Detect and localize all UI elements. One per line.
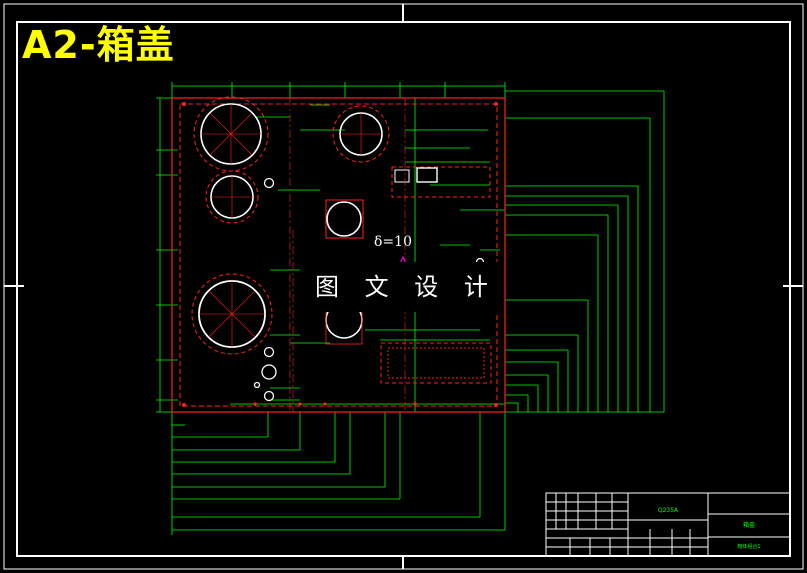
bearing-hole-top-middle bbox=[332, 105, 390, 163]
inspection-window bbox=[380, 166, 492, 384]
title-block-drawing-no: 箱体组合1 bbox=[737, 543, 760, 550]
title-block bbox=[545, 492, 791, 557]
cover-outline bbox=[171, 97, 506, 413]
centering-marks bbox=[4, 4, 803, 569]
title-block-part-name: 箱盖 bbox=[743, 521, 755, 529]
bearing-hole-bottom-left bbox=[191, 273, 273, 355]
drawing-title: A2-箱盖 bbox=[22, 23, 175, 67]
pin-holes bbox=[182, 102, 498, 407]
wall-thickness-note: δ=10 bbox=[374, 234, 412, 250]
center-lines bbox=[289, 98, 406, 412]
bearing-hole-mid-left bbox=[205, 170, 259, 224]
title-block-material: Q235A bbox=[658, 507, 679, 514]
cover-inner-outline bbox=[179, 103, 498, 407]
watermark: 图 文 设 计 bbox=[312, 262, 500, 312]
dimension-lines bbox=[156, 82, 665, 535]
bearing-hole-center bbox=[325, 199, 364, 239]
